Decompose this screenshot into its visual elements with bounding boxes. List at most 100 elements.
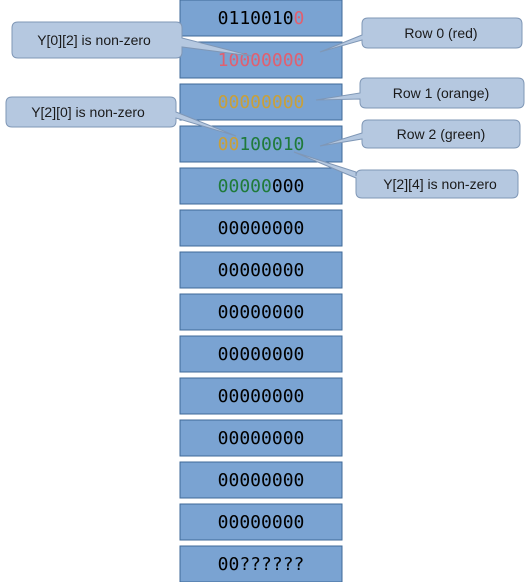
bit-digit: 0 bbox=[272, 302, 283, 323]
bit-digit: 0 bbox=[272, 428, 283, 449]
bit-digit: 0 bbox=[283, 386, 294, 407]
bit-cell-box bbox=[179, 461, 343, 499]
bit-digit: 0 bbox=[218, 302, 229, 323]
bit-digit: 0 bbox=[228, 302, 239, 323]
callout-row2: Row 2 (green) bbox=[319, 119, 521, 149]
bit-digit: 0 bbox=[250, 470, 261, 491]
bit-cell-10: 00000000 bbox=[179, 419, 343, 457]
bit-digit: 0 bbox=[250, 512, 261, 533]
bit-cell-value: 00100010 bbox=[218, 134, 305, 155]
bit-digit: 0 bbox=[261, 512, 272, 533]
callout-y20-label: Y[2][0] is non-zero bbox=[31, 104, 145, 120]
bit-digit: 0 bbox=[239, 512, 250, 533]
bit-digit: 0 bbox=[272, 260, 283, 281]
bit-digit: 0 bbox=[261, 134, 272, 155]
bit-digit: 0 bbox=[218, 554, 229, 575]
bit-digit: 0 bbox=[218, 470, 229, 491]
bit-digit: 0 bbox=[283, 8, 294, 29]
bit-cell-value: 00000000 bbox=[218, 260, 305, 281]
bit-digit: 0 bbox=[294, 428, 305, 449]
bit-cell-5: 00000000 bbox=[179, 209, 343, 247]
bit-digit: 0 bbox=[294, 470, 305, 491]
bit-digit: 0 bbox=[228, 428, 239, 449]
bit-digit: 0 bbox=[239, 92, 250, 113]
bit-cell-box bbox=[179, 209, 343, 247]
callout-row0-label: Row 0 (red) bbox=[404, 25, 477, 41]
bit-cell-value: 10000000 bbox=[218, 50, 305, 71]
bit-cell-value: 00?????? bbox=[218, 554, 305, 575]
bit-digit: ? bbox=[261, 554, 272, 575]
bit-cell-box bbox=[179, 293, 343, 331]
bit-cell-value: 01100100 bbox=[218, 8, 305, 29]
bit-digit: 0 bbox=[261, 8, 272, 29]
bit-digit: 0 bbox=[283, 344, 294, 365]
bit-digit: 0 bbox=[261, 302, 272, 323]
bit-cell-4: 00000000 bbox=[179, 167, 343, 205]
callout-y24: Y[2][4] is non-zero bbox=[293, 151, 519, 199]
bit-digit: 0 bbox=[294, 302, 305, 323]
bit-digit: 0 bbox=[283, 260, 294, 281]
bit-digit: 0 bbox=[228, 386, 239, 407]
bit-digit: 0 bbox=[250, 386, 261, 407]
bit-digit: 0 bbox=[228, 92, 239, 113]
bit-digit: 0 bbox=[218, 92, 229, 113]
bit-cell-11: 00000000 bbox=[179, 461, 343, 499]
bit-cell-box bbox=[179, 83, 343, 121]
bit-digit: 0 bbox=[272, 92, 283, 113]
bit-digit: 0 bbox=[250, 50, 261, 71]
bit-digit: 1 bbox=[239, 134, 250, 155]
bit-digit: 0 bbox=[272, 344, 283, 365]
bit-digit: 0 bbox=[250, 218, 261, 239]
bit-digit: 0 bbox=[250, 134, 261, 155]
bit-cell-8: 00000000 bbox=[179, 335, 343, 373]
bit-cell-12: 00000000 bbox=[179, 503, 343, 541]
bit-digit: ? bbox=[283, 554, 294, 575]
bit-digit: 0 bbox=[294, 260, 305, 281]
bit-cell-box bbox=[179, 545, 343, 582]
bit-cell-3: 00100010 bbox=[179, 125, 343, 163]
bit-cell-value: 00000000 bbox=[218, 176, 305, 197]
bit-digit: 0 bbox=[239, 218, 250, 239]
bit-digit: 0 bbox=[272, 470, 283, 491]
bit-digit: 0 bbox=[261, 428, 272, 449]
bit-digit: 0 bbox=[272, 512, 283, 533]
bit-digit: 0 bbox=[261, 344, 272, 365]
bit-digit: 0 bbox=[239, 386, 250, 407]
bit-cell-box bbox=[179, 377, 343, 415]
callout-row2-shape bbox=[319, 119, 521, 149]
bit-cell-box bbox=[179, 0, 343, 37]
bit-digit: 1 bbox=[283, 134, 294, 155]
bit-digit: 0 bbox=[218, 8, 229, 29]
callout-row0-shape bbox=[319, 17, 523, 53]
bit-digit: 0 bbox=[294, 512, 305, 533]
bit-digit: 0 bbox=[261, 386, 272, 407]
bit-digit: 0 bbox=[283, 218, 294, 239]
bit-digit: ? bbox=[272, 554, 283, 575]
callout-y20-shape bbox=[5, 96, 237, 137]
bit-digit: 0 bbox=[294, 176, 305, 197]
bit-digit: 0 bbox=[228, 218, 239, 239]
bit-digit: 0 bbox=[218, 218, 229, 239]
bit-digit: 1 bbox=[228, 8, 239, 29]
bit-digit: ? bbox=[294, 554, 305, 575]
callout-row2-label: Row 2 (green) bbox=[397, 126, 486, 142]
bit-digit: 0 bbox=[261, 50, 272, 71]
callout-y02-shape bbox=[11, 21, 253, 59]
bit-cell-value: 00000000 bbox=[218, 512, 305, 533]
callout-row0: Row 0 (red) bbox=[319, 17, 523, 53]
bit-digit: 0 bbox=[283, 302, 294, 323]
bit-digit: 0 bbox=[239, 344, 250, 365]
bit-digit: 0 bbox=[239, 260, 250, 281]
callout-row1: Row 1 (orange) bbox=[315, 77, 525, 109]
bit-cell-9: 00000000 bbox=[179, 377, 343, 415]
bit-cell-2: 00000000 bbox=[179, 83, 343, 121]
callout-y20: Y[2][0] is non-zero bbox=[5, 96, 237, 137]
bit-cell-7: 00000000 bbox=[179, 293, 343, 331]
bit-digit: 0 bbox=[283, 176, 294, 197]
bit-digit: 0 bbox=[294, 218, 305, 239]
bit-digit: 0 bbox=[250, 428, 261, 449]
bit-digit: 0 bbox=[228, 554, 239, 575]
callout-row1-shape bbox=[315, 77, 525, 109]
bit-digit: 0 bbox=[228, 50, 239, 71]
bit-digit: 0 bbox=[283, 428, 294, 449]
